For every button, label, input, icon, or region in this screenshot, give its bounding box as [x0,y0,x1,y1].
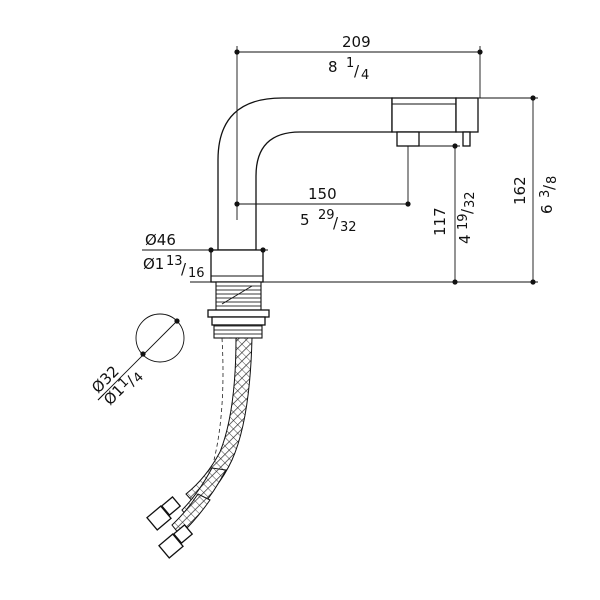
reach-inch-slash: / [333,214,339,232]
dimension-overall-height: 162 6 3 / 8 [190,95,560,285]
reach-inch-den: 32 [340,220,357,235]
hose-fitting-right [158,523,194,559]
dimension-base-diameter: Ø46 Ø1 13 / 16 [142,231,268,281]
dimension-spout-reach: 150 5 29 / 32 [234,146,411,235]
base-diameter-inch-den: 16 [188,266,205,281]
height-inch-slash: / [540,184,558,190]
width-inch-slash: / [354,62,360,80]
hose-fitting-left [146,495,182,531]
faucet-body [210,97,479,283]
height-inch-den: 8 [545,176,560,184]
dimension-hole-diameter: Ø32 Ø1 1 / 4 [88,313,185,409]
height-mm-label: 162 [511,176,529,205]
flexible-hoses [146,337,253,559]
outlet-inch-den: 32 [463,191,478,208]
height-inch-num: 3 [538,190,553,198]
width-inch-whole: 8 [328,58,338,76]
mounting-shank [207,281,270,339]
dimension-overall-width: 209 8 1 / 4 [234,33,483,220]
outlet-mm-label: 117 [431,207,449,236]
base-diameter-mm-label: Ø46 [145,231,176,249]
reach-inch-num: 29 [318,208,335,223]
base-diameter-inch-whole: Ø1 [143,255,164,273]
outlet-inch-whole: 4 [456,234,474,244]
hole-circle [135,313,185,363]
outlet-inch-slash: / [458,208,476,214]
outlet-inch-num: 19 [456,213,471,230]
dimension-outlet-height: 117 4 19 / 32 [419,143,478,285]
base-diameter-inch-slash: / [181,260,187,278]
reach-mm-label: 150 [308,185,337,203]
height-inch-whole: 6 [538,204,556,214]
width-inch-num: 1 [346,56,354,71]
width-inch-den: 4 [361,68,369,83]
base-diameter-inch-num: 13 [166,254,183,269]
reach-inch-whole: 5 [300,211,310,229]
width-mm-label: 209 [342,33,371,51]
